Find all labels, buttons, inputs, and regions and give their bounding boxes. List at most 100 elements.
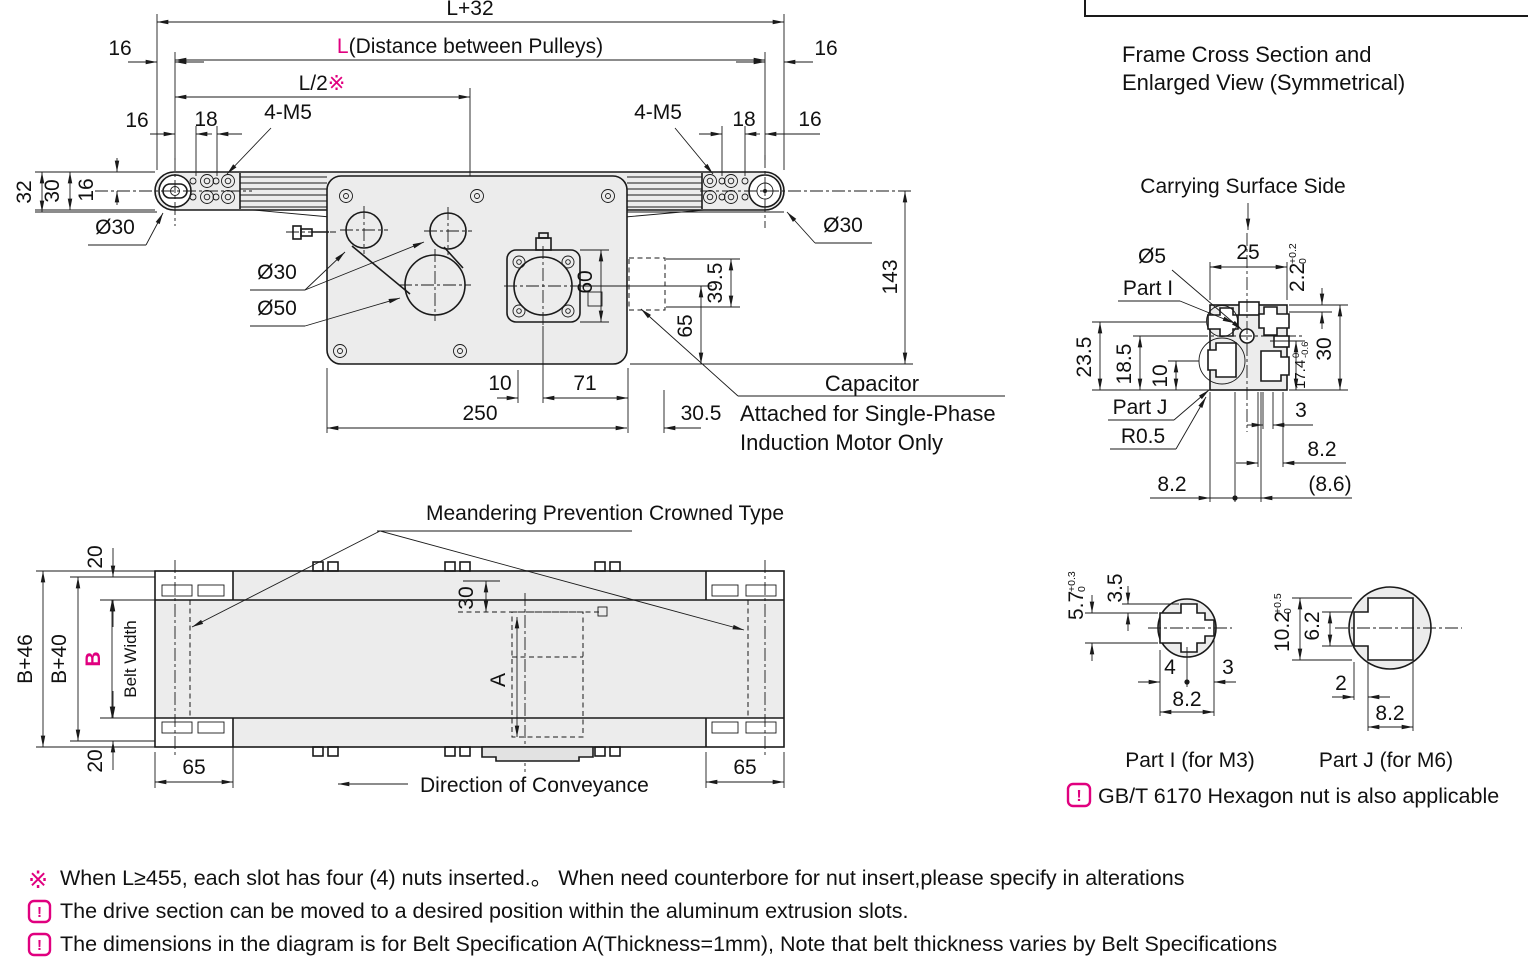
rail-top: [233, 571, 706, 600]
dim-part-i-right: 3: [1222, 656, 1234, 679]
dim-height-frame: 30: [41, 179, 64, 202]
bolt-tabs: [312, 561, 621, 757]
warning-icon: [1066, 782, 1092, 808]
dim-idler-dia: Ø30: [257, 261, 297, 284]
dim-rail-bottom: 20: [84, 749, 107, 772]
dim-motor-center: 71: [573, 372, 596, 395]
dim-slot-left: 8.2: [1157, 473, 1186, 496]
dim-part-i-mouth: 5.7: [1065, 591, 1088, 620]
tensioner-bolt: [286, 225, 336, 240]
label-capacitor-1: Capacitor: [825, 371, 919, 396]
dim-lower-slot-center: 10: [1149, 364, 1172, 387]
part-i-detail: 5.7 +0.3 0 3.5 4 3 8.2 Part I (for M3): [1065, 571, 1255, 772]
dim-right-hole-offset: 16: [798, 108, 821, 131]
label-crown-type: Meandering Prevention Crowned Type: [426, 502, 784, 525]
dim-part-j-height-tolerance: 10.2 +0.5 0: [1271, 593, 1294, 652]
dim-drive-length: 250: [462, 402, 497, 425]
dim-pulley-distance: L(Distance between Pulleys): [337, 35, 603, 58]
dim-l-symbol: L: [337, 35, 349, 58]
dim-part-i-mouth-tolerance: 5.7 +0.3 0: [1065, 571, 1088, 620]
dim-part-j-width: 8.2: [1375, 702, 1404, 725]
dim-part-i-nub: 3.5: [1104, 573, 1127, 602]
dim-part-i-left: 4: [1164, 656, 1176, 679]
part-i-dimensions: [1085, 586, 1236, 716]
dim-motor-offset: 10: [488, 372, 511, 395]
note-2-text: The drive section can be moved to a desi…: [60, 899, 909, 923]
dim-capacitor-offset: 30.5: [681, 402, 722, 425]
dim-left-end-offset: 16: [108, 37, 131, 60]
dim-left-end: 65: [182, 756, 205, 779]
dim-drive-height: 143: [879, 259, 902, 294]
plate-screws: [333, 189, 615, 358]
note-1-text: When L≥455, each slot has four (4) nuts …: [60, 866, 1184, 890]
label-part-j: Part J: [1113, 396, 1168, 419]
note-2-icon-glyph: !: [37, 904, 42, 921]
note-3-icon: [27, 932, 52, 957]
dim-upper-slot-center: 23.5: [1073, 337, 1096, 378]
mounting-holes-left: [189, 174, 235, 204]
dim-hole-center: 18.5: [1113, 344, 1136, 385]
caption-part-i: Part I (for M3): [1125, 749, 1255, 772]
dim-slot-depth-tol-lower: -0.6: [1300, 342, 1311, 358]
rail-bottom: [233, 718, 706, 747]
label-left-holes: 4-M5: [264, 101, 312, 124]
idler-pulleys: [340, 206, 472, 321]
note-3-text: The dimensions in the diagram is for Bel…: [60, 932, 1277, 956]
dim-slot-depth-tol-upper: 0: [1291, 353, 1302, 358]
note-2-icon: [27, 899, 52, 924]
right-pulley: [700, 155, 913, 228]
dim-motor-center-height: 65: [674, 314, 697, 337]
dim-part-j-lip: 2: [1335, 672, 1347, 695]
cross-section-view: Frame Cross Section and Enlarged View (S…: [1073, 42, 1405, 502]
dim-belt-edge-offset: 30: [455, 586, 478, 609]
belt-line-left: [252, 209, 331, 218]
side-view: L+32 L(Distance between Pulleys) L/2※ 16…: [13, 0, 1005, 455]
warning-icon-glyph: !: [1076, 788, 1081, 805]
dim-l2: L/2: [299, 72, 328, 95]
label-belt-width: Belt Width: [121, 620, 140, 697]
dim-right-pulley-dia: Ø30: [823, 214, 863, 237]
left-pulley: [95, 158, 252, 226]
dim-overall-width: B+46: [14, 634, 37, 684]
dim-slot-right: 8.2: [1307, 438, 1336, 461]
dim-motor-flange: 60: [574, 270, 597, 293]
dim-part-i-mouth-tol-lower: 0: [1076, 586, 1088, 592]
dim-right-end-offset: 16: [814, 37, 837, 60]
mounting-holes-right: [703, 174, 749, 204]
dim-right-end: 65: [733, 756, 756, 779]
cross-section-dimensions: [1092, 262, 1352, 502]
extrusion-stripes: [239, 173, 703, 209]
caption-part-j: Part J (for M6): [1319, 749, 1453, 772]
belt-line-right: [624, 209, 705, 218]
part-j-detail: 10.2 +0.5 0 6.2 2 8.2 Part J (for M6): [1271, 586, 1462, 772]
dim-part-i-width: 8.2: [1172, 688, 1201, 711]
belt-surface: [155, 600, 784, 718]
dim-slot-ref: (8.6): [1308, 473, 1351, 496]
dim-rail-top: 20: [84, 545, 107, 568]
dim-mouth-small: 3: [1295, 399, 1307, 422]
note-1-marker: ※: [28, 867, 48, 894]
dim-height-half: 16: [75, 178, 98, 201]
dim-part-i-mouth-tol-upper: +0.3: [1066, 571, 1078, 592]
label-part-i: Part I: [1123, 277, 1173, 300]
footnotes: ※ When L≥455, each slot has four (4) nut…: [27, 866, 1277, 957]
dim-part-j-height-tol-upper: +0.5: [1272, 593, 1284, 614]
dim-half-length: L/2※: [299, 72, 346, 95]
part-j-slot-profile: [1353, 597, 1414, 661]
dim-left-hole-pitch: 18: [194, 108, 217, 131]
drive-unit-hidden: [458, 593, 608, 772]
dim-slot-depth-tolerance: 17.4 0 -0.6: [1291, 342, 1311, 389]
label-carrying-surface: Carrying Surface Side: [1140, 175, 1345, 198]
dim-lip-tol-upper: +0.2: [1287, 243, 1299, 264]
dim-lip-tol-lower: 0: [1297, 258, 1309, 264]
dim-lip: 2.2: [1286, 263, 1309, 292]
table-corner-fragment: [1084, 0, 1528, 17]
label-capacitor-2: Attached for Single-Phase: [740, 401, 996, 426]
cross-section-title-2: Enlarged View (Symmetrical): [1122, 70, 1405, 95]
capacitor-outline: [628, 257, 666, 311]
dim-profile-width: 25: [1236, 241, 1259, 264]
top-view-dimensions: [36, 548, 785, 788]
top-view: Meandering Prevention Crowned Type: [14, 502, 785, 797]
dim-height-overall: 32: [13, 180, 36, 203]
part-j-dimensions: [1292, 597, 1414, 731]
